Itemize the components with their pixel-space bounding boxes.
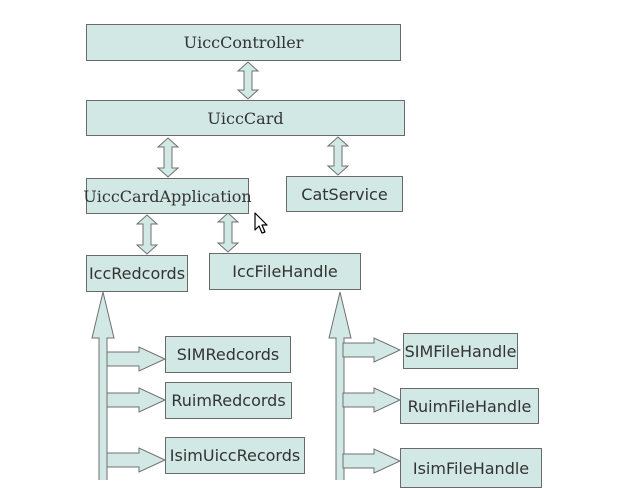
controller-card-arrow	[236, 61, 260, 100]
icc-file-handle-label: IccFileHandle	[232, 262, 338, 281]
records-inheritance-arrow	[91, 291, 115, 480]
ruim-records-node: RuimRedcords	[165, 382, 292, 419]
isim-uicc-records-label: IsimUiccRecords	[169, 446, 301, 465]
isim-filehandle-arrow	[342, 448, 402, 474]
isim-file-handle-label: IsimFileHandle	[412, 458, 530, 478]
isim-file-handle-node: IsimFileHandle	[400, 448, 542, 488]
card-application-arrow	[156, 137, 180, 178]
sim-records-arrow	[106, 346, 167, 372]
cat-service-label: CatService	[301, 184, 388, 204]
application-filehandle-arrow	[216, 212, 240, 253]
uicc-card-application-label: UiccCardApplication	[83, 186, 252, 206]
sim-filehandle-arrow	[342, 337, 402, 363]
uicc-card-node: UiccCard	[86, 100, 405, 136]
filehandle-inheritance-arrow	[328, 291, 352, 480]
isim-uicc-records-node: IsimUiccRecords	[165, 437, 305, 474]
ruim-records-arrow	[106, 387, 167, 413]
sim-file-handle-node: SIMFileHandle	[403, 333, 518, 369]
uicc-card-label: UiccCard	[207, 108, 284, 128]
icc-records-label: IccRedcords	[88, 264, 186, 283]
ruim-filehandle-arrow	[342, 387, 402, 413]
icc-file-handle-node: IccFileHandle	[209, 253, 361, 290]
mouse-pointer-icon	[254, 212, 268, 234]
ruim-records-label: RuimRedcords	[171, 391, 286, 410]
ruim-file-handle-label: RuimFileHandle	[407, 396, 532, 416]
uicc-controller-label: UiccController	[183, 33, 304, 52]
icc-records-node: IccRedcords	[86, 255, 188, 292]
card-catservice-arrow	[326, 136, 350, 176]
ruim-file-handle-node: RuimFileHandle	[400, 388, 539, 424]
sim-records-node: SIMRedcords	[165, 336, 291, 373]
application-records-arrow	[135, 214, 159, 255]
uicc-card-application-node: UiccCardApplication	[83, 178, 252, 214]
isim-records-arrow	[106, 447, 167, 473]
sim-file-handle-label: SIMFileHandle	[404, 341, 517, 361]
sim-records-label: SIMRedcords	[176, 345, 280, 364]
uicc-controller-node: UiccController	[86, 24, 401, 61]
cat-service-node: CatService	[286, 176, 403, 212]
